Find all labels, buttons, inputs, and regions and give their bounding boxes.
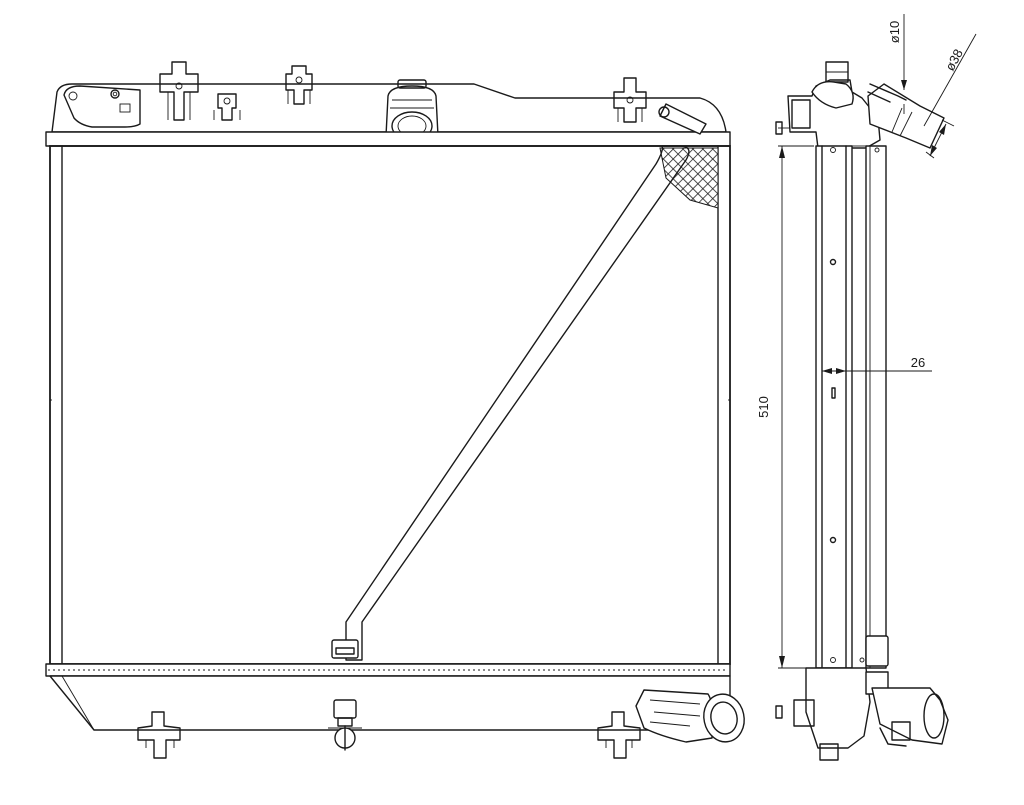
front-view [45,61,745,759]
upper-tank [45,61,731,147]
dimension-large-pipe [923,33,977,159]
lower-mount-pin [137,711,181,759]
side-core [815,145,887,669]
radiator-core [49,145,731,665]
tank-clip [285,65,313,105]
upper-inlet-pipe [385,79,439,145]
drain-plug [328,699,362,751]
lower-outlet-pipe [635,689,745,743]
dimension-small-pipe [901,14,907,114]
lower-tank [45,663,745,759]
dimension-depth [822,368,932,374]
tank-clip [613,77,647,123]
large-pipe-dimension-label: ø38 [942,46,966,73]
depth-dimension-label: 26 [911,355,925,370]
side-view [775,61,949,761]
oil-cooler-line [331,103,707,687]
tank-clip [213,93,241,121]
small-pipe-dimension-label: ø10 [887,21,902,43]
lower-mount-pin [597,711,641,759]
tank-clip [159,61,199,121]
height-dimension-label: 510 [756,396,771,418]
dimension-height [778,145,814,669]
